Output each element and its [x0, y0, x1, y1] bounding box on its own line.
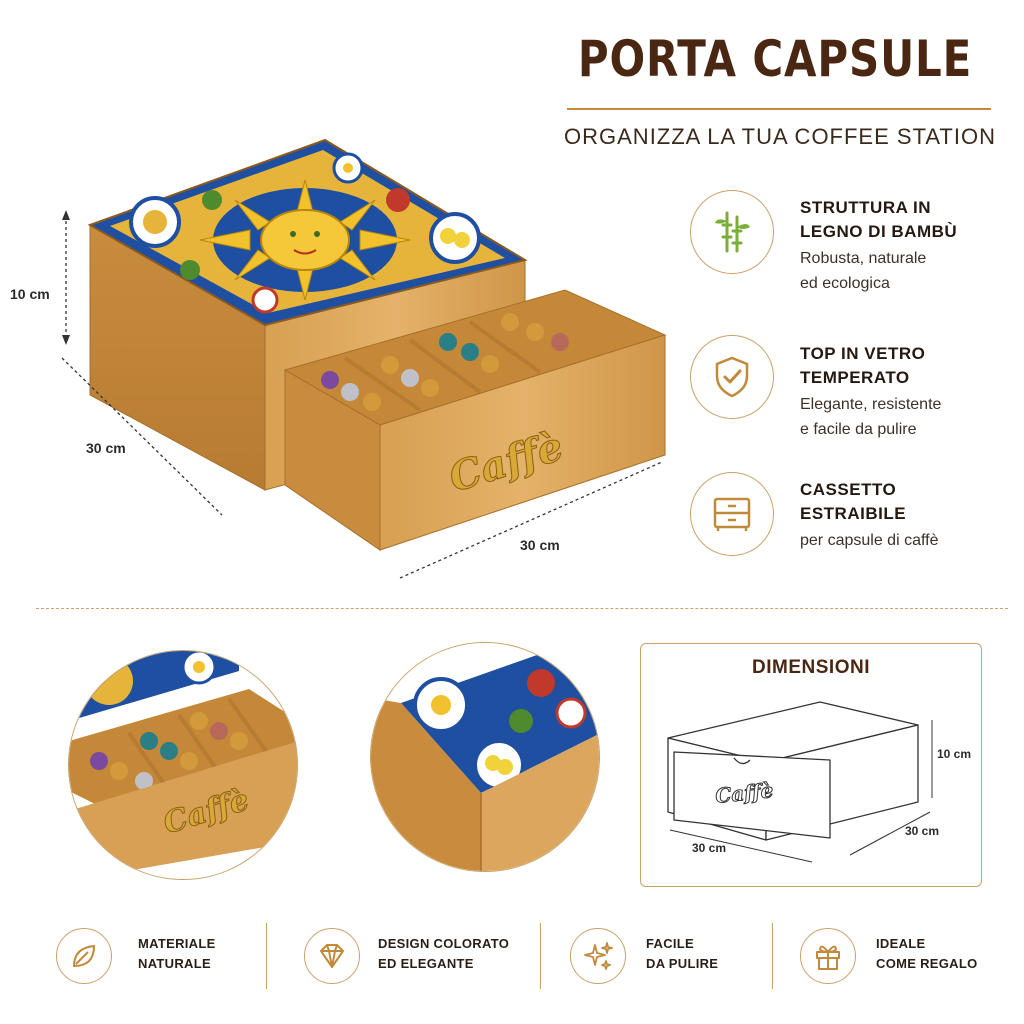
- diagram-height-label: 10 cm: [937, 747, 972, 761]
- badge-natural: MATERIALE NATURALE: [138, 934, 216, 974]
- feature-title: LEGNO DI BAMBÙ: [800, 222, 958, 241]
- feature-title: STRUTTURA IN: [800, 198, 931, 217]
- bamboo-icon: [690, 190, 774, 274]
- diamond-icon: [304, 928, 360, 984]
- feature-title: TOP IN VETRO: [800, 344, 926, 363]
- feature-glass: [690, 335, 774, 419]
- feature-bamboo-text: STRUTTURA IN LEGNO DI BAMBÙ Robusta, nat…: [800, 196, 957, 296]
- width-dimension-label: 30 cm: [520, 537, 560, 553]
- feature-title: TEMPERATO: [800, 368, 910, 387]
- badge-gift: IDEALE COME REGALO: [876, 934, 978, 974]
- badge-line: COME REGALO: [876, 956, 978, 971]
- badge-divider: [266, 923, 267, 989]
- height-dimension-label: 10 cm: [10, 286, 50, 302]
- feature-desc: ed ecologica: [800, 275, 890, 292]
- badge-line: ED ELEGANTE: [378, 956, 474, 971]
- leaf-icon: [56, 928, 112, 984]
- diagram-width-label: 30 cm: [692, 841, 727, 855]
- diagram-logo-text: Caffè: [714, 778, 774, 808]
- drawer-icon: [690, 472, 774, 556]
- feature-desc: e facile da pulire: [800, 421, 917, 438]
- feature-desc: Elegante, resistente: [800, 396, 942, 413]
- feature-bamboo: [690, 190, 774, 274]
- feature-drawer: [690, 472, 774, 556]
- feature-drawer-text: CASSETTO ESTRAIBILE per capsule di caffè: [800, 478, 938, 553]
- feature-title: CASSETTO: [800, 480, 897, 499]
- corner-detail-image: [370, 642, 600, 872]
- sparkle-icon: [570, 928, 626, 984]
- dimensions-title: DIMENSIONI: [752, 657, 870, 678]
- title-divider: [567, 108, 991, 110]
- diagram-depth-label: 30 cm: [905, 824, 940, 838]
- badge-line: MATERIALE: [138, 936, 216, 951]
- badge-line: NATURALE: [138, 956, 211, 971]
- section-divider: [36, 608, 1008, 609]
- page-title: PORTA CAPSULE: [577, 30, 973, 88]
- feature-title: ESTRAIBILE: [800, 504, 907, 523]
- depth-dimension-label: 30 cm: [86, 440, 126, 456]
- shield-check-icon: [690, 335, 774, 419]
- badge-divider: [540, 923, 541, 989]
- gift-icon: [800, 928, 856, 984]
- dimensions-diagram: Caffè: [667, 701, 933, 863]
- badge-line: IDEALE: [876, 936, 926, 951]
- page-subtitle: ORGANIZZA LA TUA COFFEE STATION: [564, 124, 996, 149]
- badge-line: FACILE: [646, 936, 695, 951]
- badge-line: DESIGN COLORATO: [378, 936, 510, 951]
- product-illustration: Caffè: [61, 138, 667, 579]
- badge-easy-clean: FACILE DA PULIRE: [646, 934, 718, 974]
- badge-divider: [772, 923, 773, 989]
- feature-glass-text: TOP IN VETRO TEMPERATO Elegante, resiste…: [800, 342, 941, 442]
- badge-design: DESIGN COLORATO ED ELEGANTE: [378, 934, 509, 974]
- drawer-detail-image: Caffè: [68, 650, 298, 880]
- badge-line: DA PULIRE: [646, 956, 719, 971]
- feature-desc: per capsule di caffè: [800, 532, 939, 549]
- feature-desc: Robusta, naturale: [800, 250, 927, 267]
